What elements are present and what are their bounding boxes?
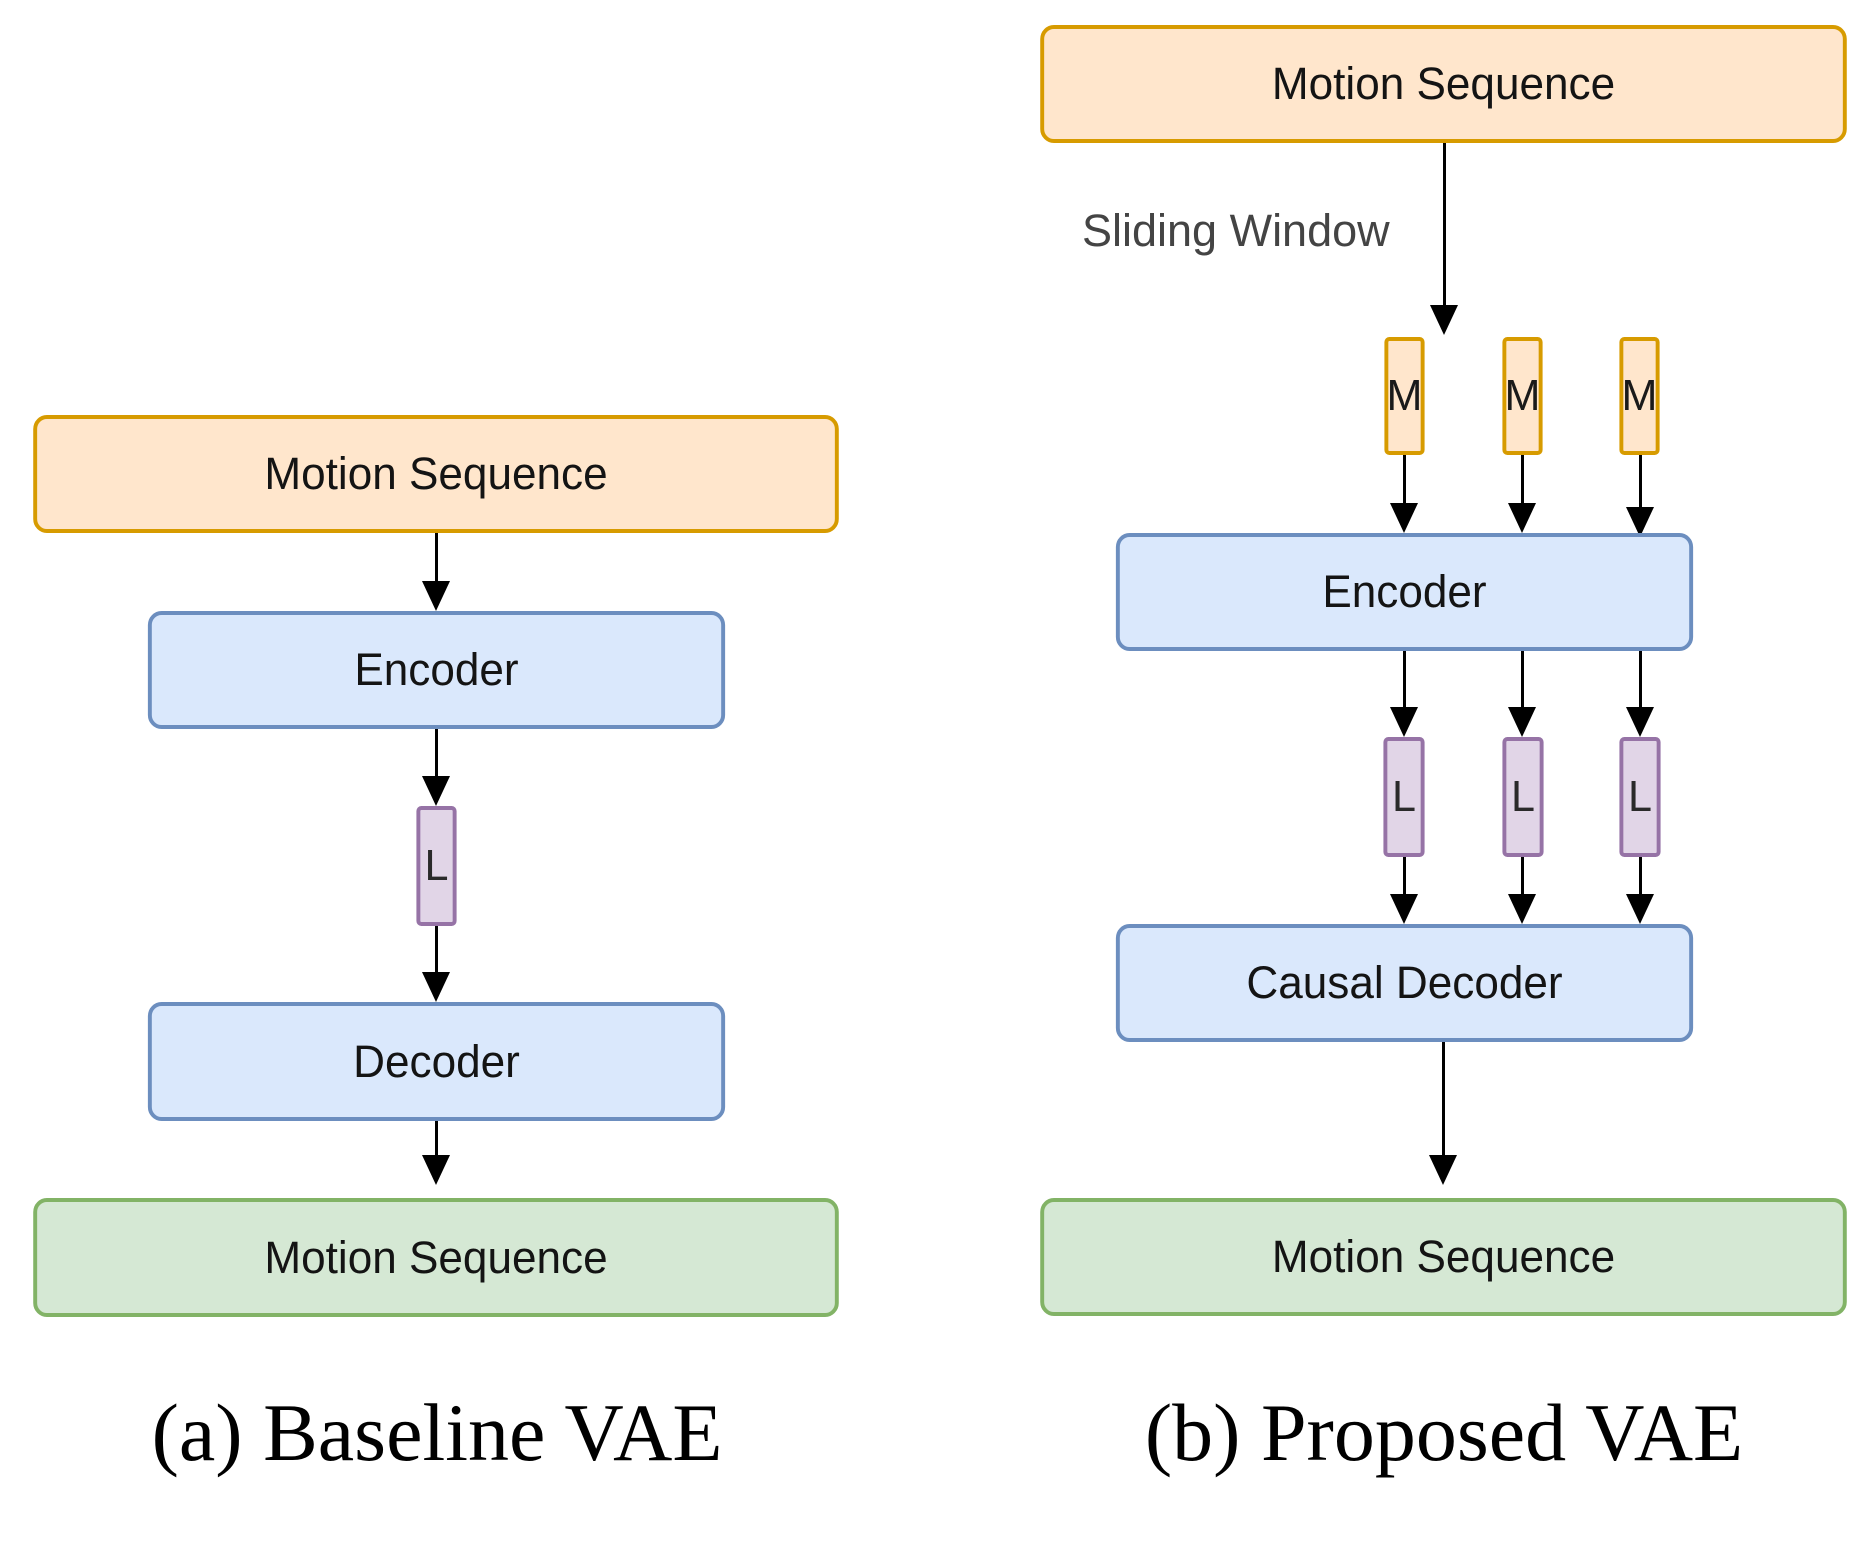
- baseline-arrow-encoder-to-latent-line: [434, 729, 438, 779]
- motion-chunk-2: M: [1502, 337, 1543, 455]
- proposed-arrow-chunk2-to-encoder-line: [1520, 455, 1524, 507]
- motion-chunk-label: M: [1504, 371, 1541, 420]
- proposed-arrow-chunk1-to-encoder-line: [1402, 455, 1406, 507]
- baseline-latent-label: L: [424, 841, 449, 890]
- motion-chunk-1: M: [1384, 337, 1425, 455]
- baseline-arrow-input-to-encoder-line: [434, 533, 438, 583]
- proposed-arrow-latent1-to-decoder-head: [1390, 894, 1418, 924]
- baseline-arrow-latent-to-decoder-line: [434, 926, 438, 976]
- proposed-arrow-chunk2-to-encoder-head: [1508, 503, 1536, 533]
- motion-chunk-label: M: [1386, 371, 1423, 420]
- proposed-arrow-encoder-to-latent2-line: [1520, 651, 1524, 709]
- baseline-latent: L: [416, 806, 457, 926]
- baseline-arrow-encoder-to-latent-head: [422, 776, 450, 806]
- motion-chunk-3: M: [1619, 337, 1660, 455]
- baseline-arrow-input-to-encoder-head: [422, 581, 450, 611]
- baseline-caption: (a) Baseline VAE: [151, 1387, 723, 1478]
- proposed-encoder-label: Encoder: [1322, 566, 1487, 617]
- proposed-input-label: Motion Sequence: [1271, 58, 1616, 109]
- baseline-encoder: Encoder: [147, 611, 726, 729]
- proposed-arrow-latent2-to-decoder-line: [1520, 857, 1524, 897]
- proposed-arrow-decoder-to-output-head: [1429, 1155, 1457, 1185]
- proposed-input-motion-sequence: Motion Sequence: [1040, 25, 1847, 143]
- proposed-arrow-latent3-to-decoder-line: [1638, 857, 1642, 897]
- proposed-latent-3: L: [1619, 737, 1661, 857]
- sliding-window-label: Sliding Window: [1082, 205, 1390, 256]
- latent-label: L: [1510, 772, 1535, 821]
- baseline-arrow-decoder-to-output-head: [422, 1155, 450, 1185]
- baseline-input-label: Motion Sequence: [264, 448, 608, 499]
- latent-label: L: [1391, 772, 1416, 821]
- proposed-arrow-chunk3-to-encoder-head: [1626, 507, 1654, 537]
- baseline-output-motion-sequence: Motion Sequence: [33, 1198, 839, 1317]
- baseline-output-label: Motion Sequence: [264, 1231, 608, 1283]
- proposed-decoder-label: Causal Decoder: [1246, 957, 1563, 1008]
- proposed-arrow-latent3-to-decoder-head: [1626, 894, 1654, 924]
- baseline-decoder-label: Decoder: [353, 1035, 520, 1087]
- proposed-arrow-chunk1-to-encoder-head: [1390, 503, 1418, 533]
- proposed-output-label: Motion Sequence: [1271, 1231, 1616, 1282]
- proposed-arrow-encoder-to-latent3-line: [1638, 651, 1642, 709]
- baseline-arrow-decoder-to-output-line: [434, 1121, 438, 1159]
- proposed-caption: (b) Proposed VAE: [1144, 1387, 1744, 1478]
- proposed-causal-decoder: Causal Decoder: [1115, 924, 1694, 1042]
- proposed-arrow-encoder-to-latent2-head: [1508, 707, 1536, 737]
- proposed-output-motion-sequence: Motion Sequence: [1040, 1198, 1847, 1316]
- proposed-encoder: Encoder: [1115, 533, 1694, 651]
- proposed-arrow-decoder-to-output-line: [1441, 1042, 1445, 1159]
- baseline-arrow-latent-to-decoder-head: [422, 972, 450, 1002]
- proposed-arrow-latent2-to-decoder-head: [1508, 894, 1536, 924]
- baseline-decoder: Decoder: [147, 1002, 726, 1121]
- baseline-input-motion-sequence: Motion Sequence: [33, 415, 839, 533]
- proposed-arrow-encoder-to-latent1-line: [1402, 651, 1406, 709]
- proposed-arrow-input-to-chunks-line: [1442, 143, 1446, 309]
- proposed-arrow-encoder-to-latent3-head: [1626, 707, 1654, 737]
- proposed-latent-1: L: [1383, 737, 1425, 857]
- latent-label: L: [1627, 772, 1652, 821]
- proposed-latent-2: L: [1502, 737, 1544, 857]
- proposed-arrow-input-to-chunks-head: [1430, 305, 1458, 335]
- baseline-encoder-label: Encoder: [354, 644, 519, 695]
- motion-chunk-label: M: [1621, 371, 1658, 420]
- proposed-arrow-encoder-to-latent1-head: [1390, 707, 1418, 737]
- proposed-arrow-latent1-to-decoder-line: [1402, 857, 1406, 897]
- proposed-arrow-chunk3-to-encoder-line: [1638, 455, 1642, 511]
